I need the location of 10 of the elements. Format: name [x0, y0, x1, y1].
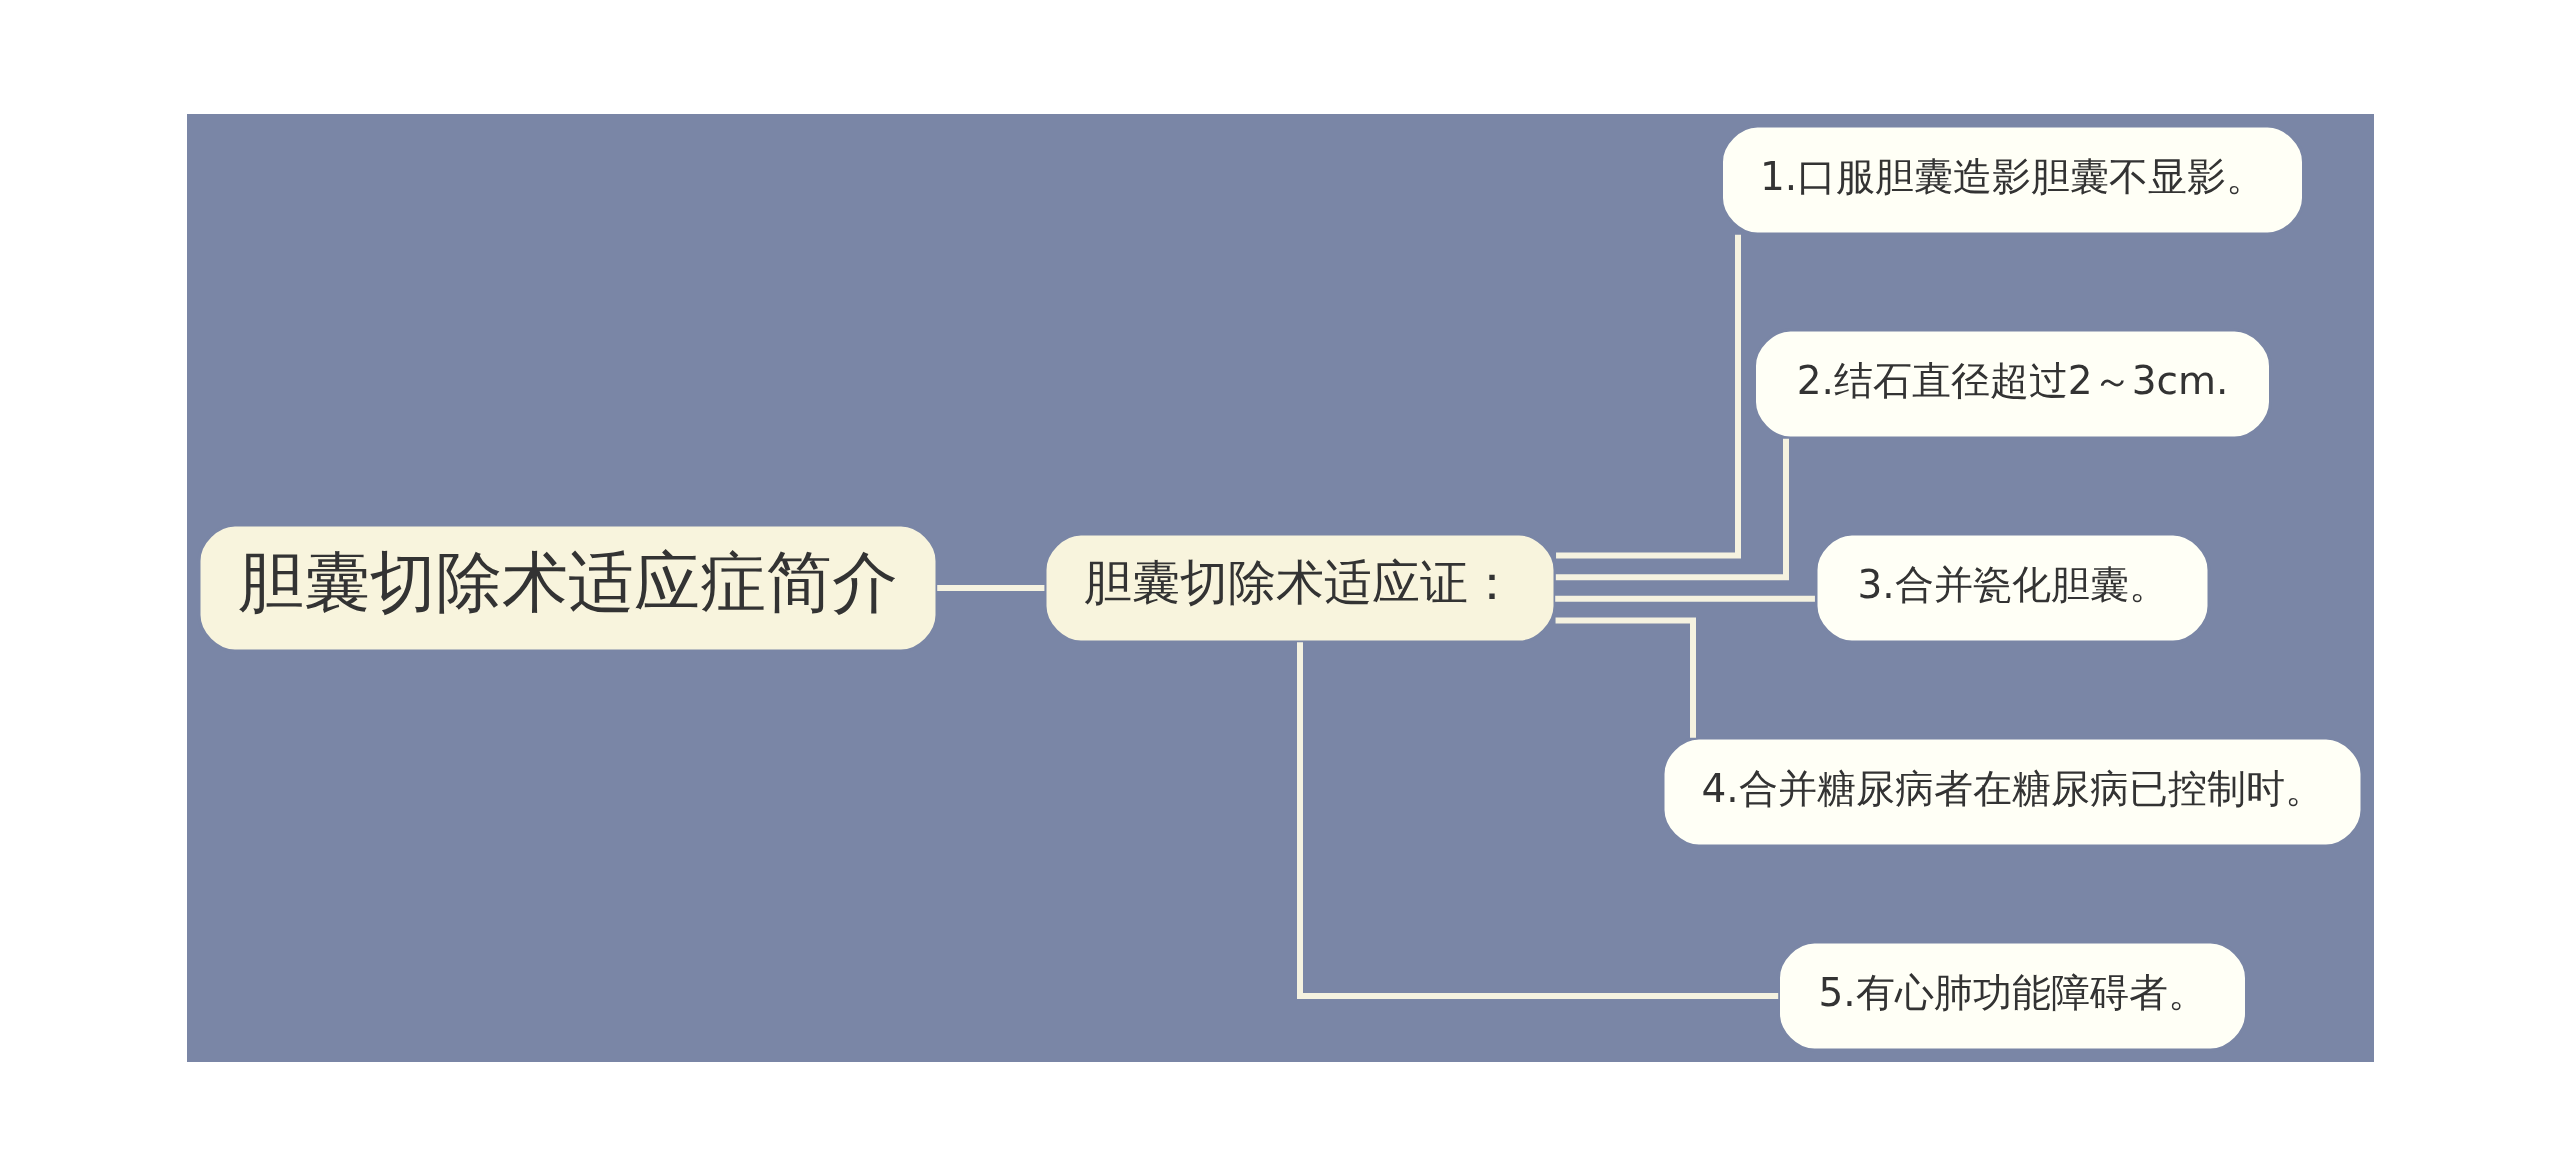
connector — [1296, 642, 1778, 999]
node-box: 胆囊切除术适应症简介 — [197, 523, 938, 653]
connector — [1555, 617, 1696, 738]
connector — [936, 585, 1044, 591]
connector — [1554, 595, 1815, 602]
connector — [1555, 234, 1741, 559]
node-box: 3.合并瓷化胆囊。 — [1814, 532, 2210, 644]
node-box: 胆囊切除术适应证： — [1043, 532, 1556, 644]
connector — [1555, 438, 1789, 581]
node-box: 4.合并糖尿病者在糖尿病已控制时。 — [1661, 736, 2363, 848]
